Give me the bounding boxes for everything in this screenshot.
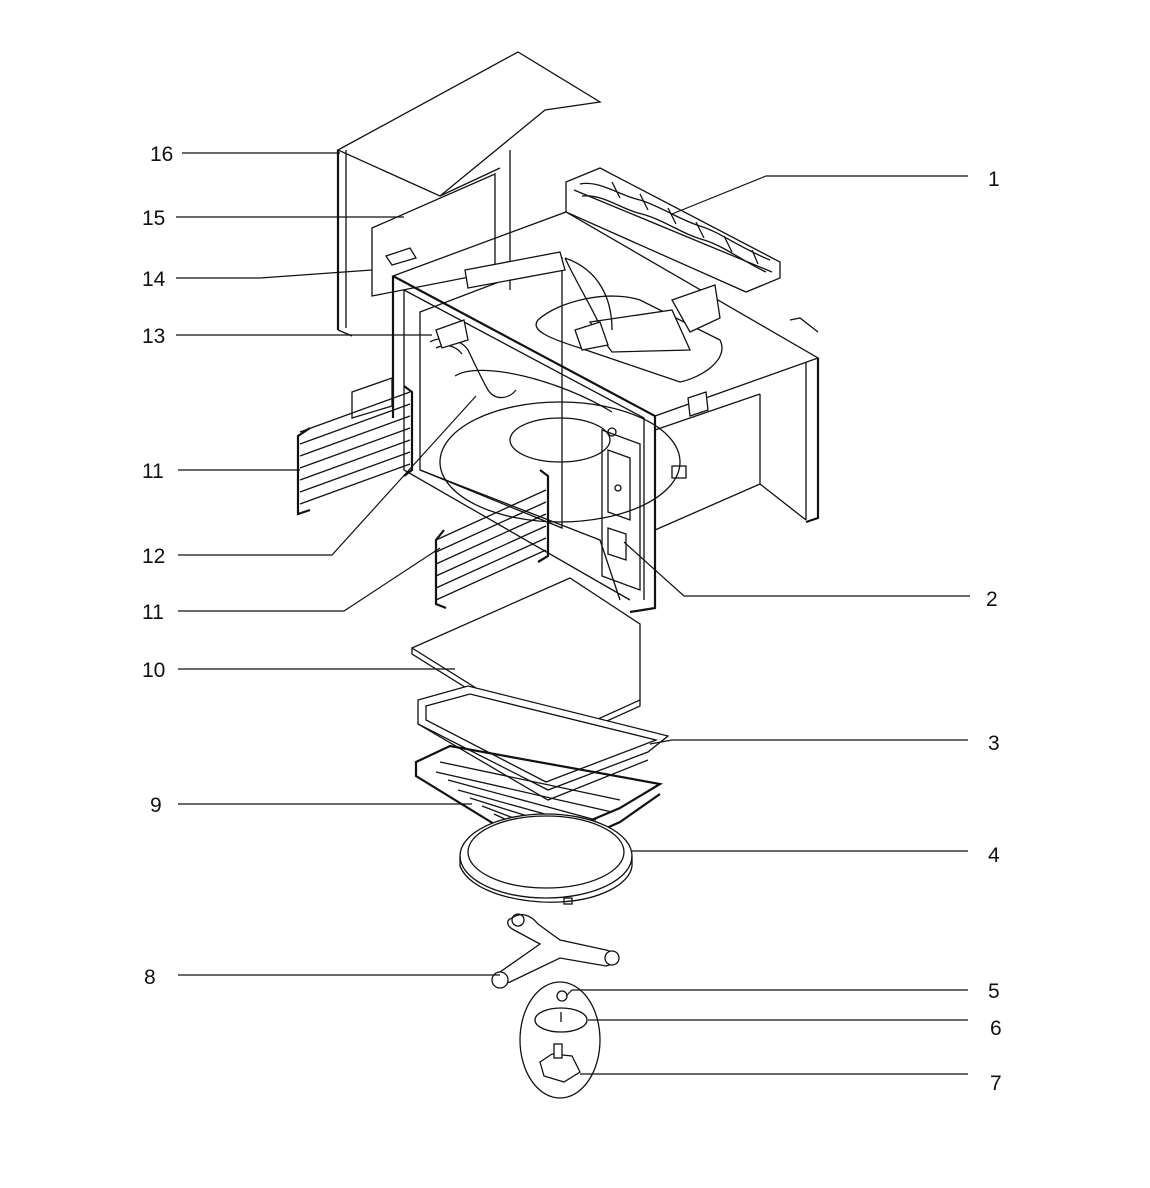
callout-11-lower: 11 bbox=[142, 601, 164, 624]
callout-3: 3 bbox=[988, 732, 1000, 755]
callout-10: 10 bbox=[142, 659, 165, 682]
callout-12: 12 bbox=[142, 545, 165, 568]
turntable bbox=[459, 813, 633, 905]
roller-support bbox=[491, 913, 620, 989]
baking-tray bbox=[417, 685, 670, 801]
callout-14: 14 bbox=[142, 268, 166, 291]
callout-2: 2 bbox=[986, 588, 998, 611]
oven-cavity bbox=[351, 211, 820, 614]
fan-grille-assembly bbox=[565, 167, 819, 333]
callout-16: 16 bbox=[150, 143, 173, 166]
coupler-assembly bbox=[519, 981, 601, 1099]
callout-1: 1 bbox=[988, 168, 1000, 191]
callout-labels: 16 15 14 13 11 12 11 10 9 8 1 2 3 4 5 6 … bbox=[142, 143, 1002, 1095]
callout-7: 7 bbox=[990, 1072, 1002, 1095]
callout-9: 9 bbox=[150, 794, 162, 817]
side-rack-left bbox=[296, 385, 414, 516]
callout-13: 13 bbox=[142, 325, 165, 348]
callout-11-upper: 11 bbox=[142, 460, 164, 483]
callout-8: 8 bbox=[144, 966, 156, 989]
callout-15: 15 bbox=[142, 207, 165, 230]
callout-4: 4 bbox=[988, 844, 1000, 867]
side-rack-right bbox=[434, 469, 550, 610]
leader-lines bbox=[176, 152, 970, 1075]
callout-6: 6 bbox=[990, 1017, 1002, 1040]
callout-5: 5 bbox=[988, 980, 1000, 1003]
